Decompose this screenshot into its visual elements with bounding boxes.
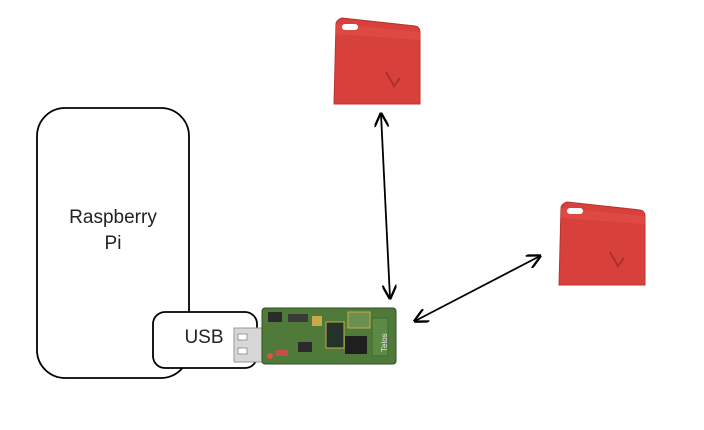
- telos-board: Telos: [233, 307, 397, 365]
- raspberry-pi-label: Raspberry Pi: [36, 205, 190, 257]
- raspberry-pi-box: [36, 107, 190, 379]
- telos-label: Telos: [380, 333, 389, 352]
- arrow-board-to-top-tag: [381, 114, 390, 298]
- raspberry-pi-label-line2: Pi: [104, 233, 122, 254]
- red-tag-right: [558, 201, 646, 286]
- raspberry-pi-label-line1: Raspberry: [69, 207, 157, 228]
- red-tag-top: [333, 17, 421, 105]
- arrow-board-to-right-tag: [415, 256, 540, 321]
- usb-label: USB: [184, 327, 224, 348]
